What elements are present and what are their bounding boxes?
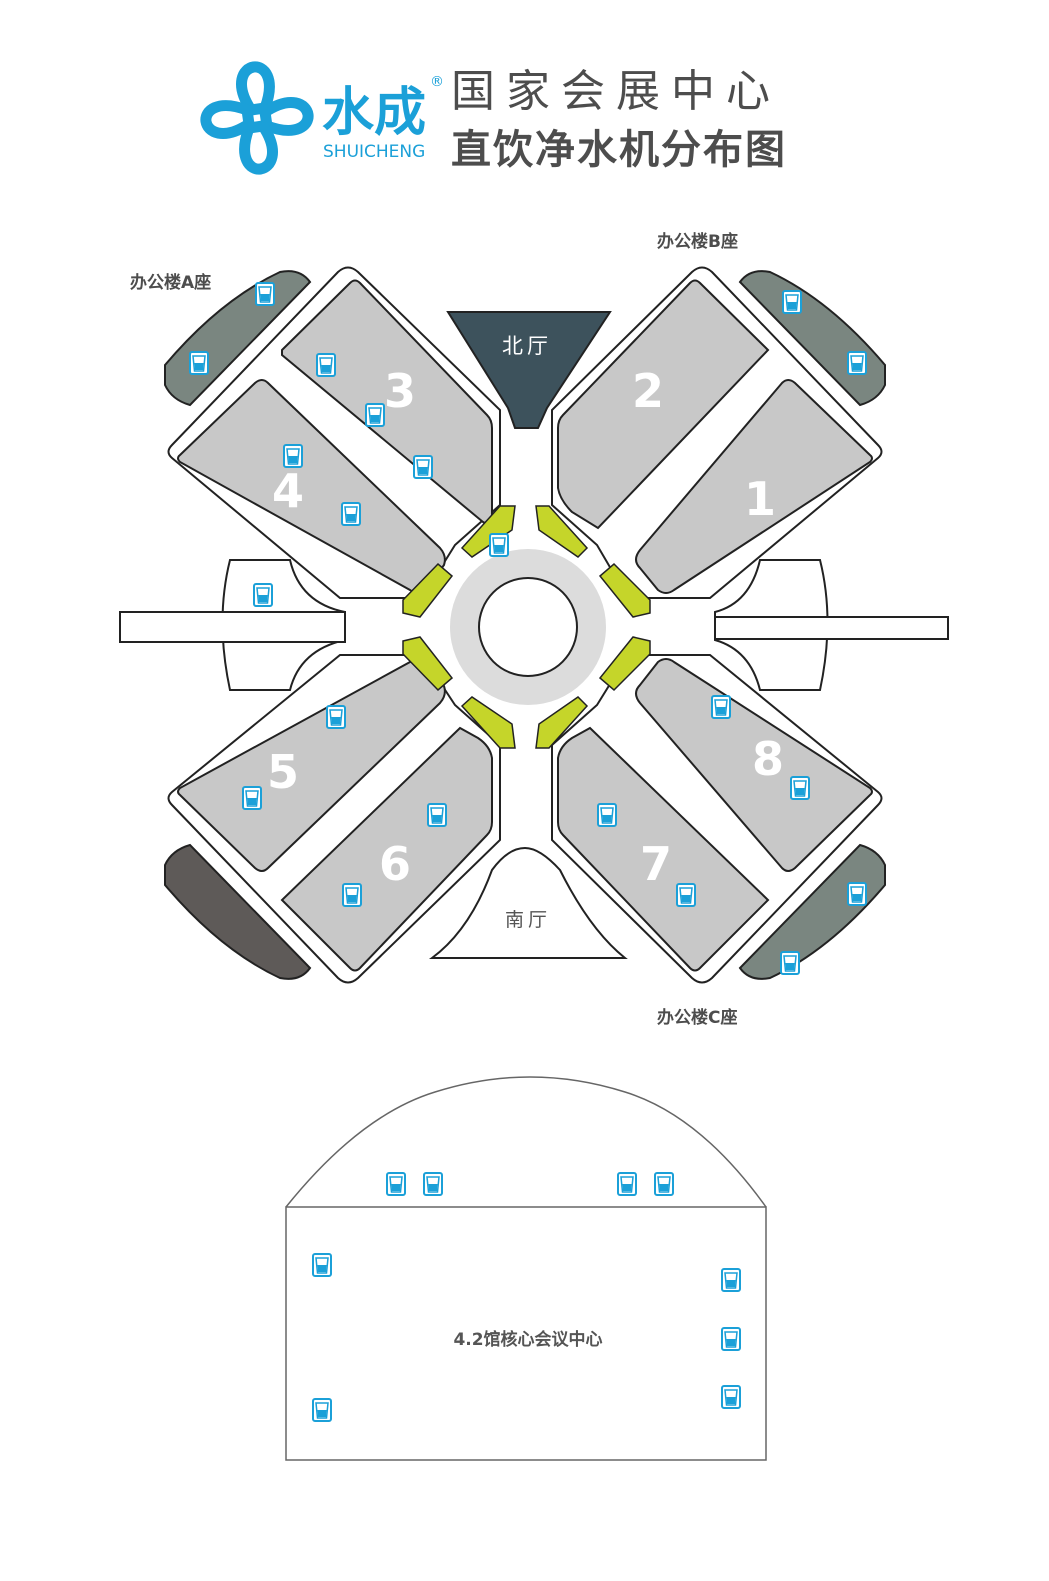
connector-ne-upper <box>535 505 589 558</box>
water-cup-icon <box>847 351 867 375</box>
water-cup-icon <box>617 1172 637 1196</box>
water-cup-icon <box>189 351 209 375</box>
water-cup-icon <box>721 1385 741 1409</box>
brand-name-cn: 水成 <box>322 83 426 143</box>
conference-center: 4.2馆核心会议中心 <box>285 1076 767 1461</box>
clover-petal-logo-icon <box>200 61 314 175</box>
water-cup-icon <box>423 1172 443 1196</box>
hall-label-4: 4 <box>272 464 304 518</box>
brand-logo: 水成 ® SHUICHENG <box>200 61 444 175</box>
hall-4-block <box>177 379 446 594</box>
north-hall-label: 北厅 <box>502 334 552 358</box>
page-title-line2: 直饮净水机分布图 <box>451 127 787 173</box>
page-title-line1: 国家会展中心 <box>451 66 781 117</box>
water-cup-icon <box>342 883 362 907</box>
water-cup-icon <box>676 883 696 907</box>
water-cup-icon <box>316 353 336 377</box>
connector-ne-lower <box>598 562 651 618</box>
north-hall-block <box>446 311 612 429</box>
central-plaza <box>478 577 578 677</box>
water-cup-icon <box>413 455 433 479</box>
water-cup-icon <box>782 290 802 314</box>
hall-6-block <box>280 726 493 972</box>
hall-label-7: 7 <box>640 837 672 891</box>
office-c-building <box>738 843 886 980</box>
water-cup-icon <box>326 705 346 729</box>
brand-name-en: SHUICHENG <box>323 142 425 162</box>
office-d-building <box>164 843 312 980</box>
water-cup-icon <box>365 403 385 427</box>
water-cup-icon <box>255 282 275 306</box>
hall-8-block <box>635 658 873 872</box>
water-cup-icon <box>312 1253 332 1277</box>
conference-dome <box>285 1076 767 1208</box>
water-cup-icon <box>341 502 361 526</box>
water-cup-icon <box>654 1172 674 1196</box>
office-c-label: 办公楼C座 <box>657 1007 737 1028</box>
office-b-label: 办公楼B座 <box>657 231 738 252</box>
hall-label-1: 1 <box>744 472 776 526</box>
hall-label-5: 5 <box>267 745 299 799</box>
water-cup-icon <box>721 1268 741 1292</box>
connector-se-upper <box>598 636 651 692</box>
east-entrance-bar <box>714 616 949 640</box>
hall-label-2: 2 <box>632 364 664 418</box>
south-hall-block <box>428 846 628 959</box>
water-cup-icon <box>790 776 810 800</box>
conference-hall-outline <box>285 1206 767 1461</box>
water-cup-icon <box>721 1327 741 1351</box>
connector-sw-lower <box>460 696 516 749</box>
hall-7-block <box>557 726 770 972</box>
registered-mark: ® <box>430 74 444 90</box>
water-cup-icon <box>489 533 509 557</box>
south-hall-label: 南厅 <box>505 909 551 931</box>
hall-2-block <box>557 279 770 530</box>
hall-1-block <box>635 379 873 594</box>
water-cup-icon <box>780 951 800 975</box>
connector-sw-upper <box>402 636 454 692</box>
exhibition-complex <box>119 266 949 984</box>
water-cup-icon <box>386 1172 406 1196</box>
connector-se-lower <box>535 696 589 749</box>
hall-label-8: 8 <box>752 732 784 786</box>
hall-5-block <box>177 658 446 872</box>
hall-label-6: 6 <box>379 837 411 891</box>
water-cup-icon <box>597 803 617 827</box>
connector-nw-upper <box>460 505 516 558</box>
water-cup-icon <box>427 803 447 827</box>
water-cup-icon <box>242 786 262 810</box>
water-cup-icon <box>283 444 303 468</box>
west-entrance-bar <box>119 611 346 643</box>
water-cup-icon <box>711 695 731 719</box>
water-cup-icon <box>253 583 273 607</box>
connector-nw-lower <box>402 562 454 618</box>
water-cup-icon <box>312 1398 332 1422</box>
water-cup-icon <box>847 882 867 906</box>
conference-label: 4.2馆核心会议中心 <box>453 1329 602 1350</box>
office-a-label: 办公楼A座 <box>130 272 211 293</box>
hall-label-3: 3 <box>384 364 416 418</box>
